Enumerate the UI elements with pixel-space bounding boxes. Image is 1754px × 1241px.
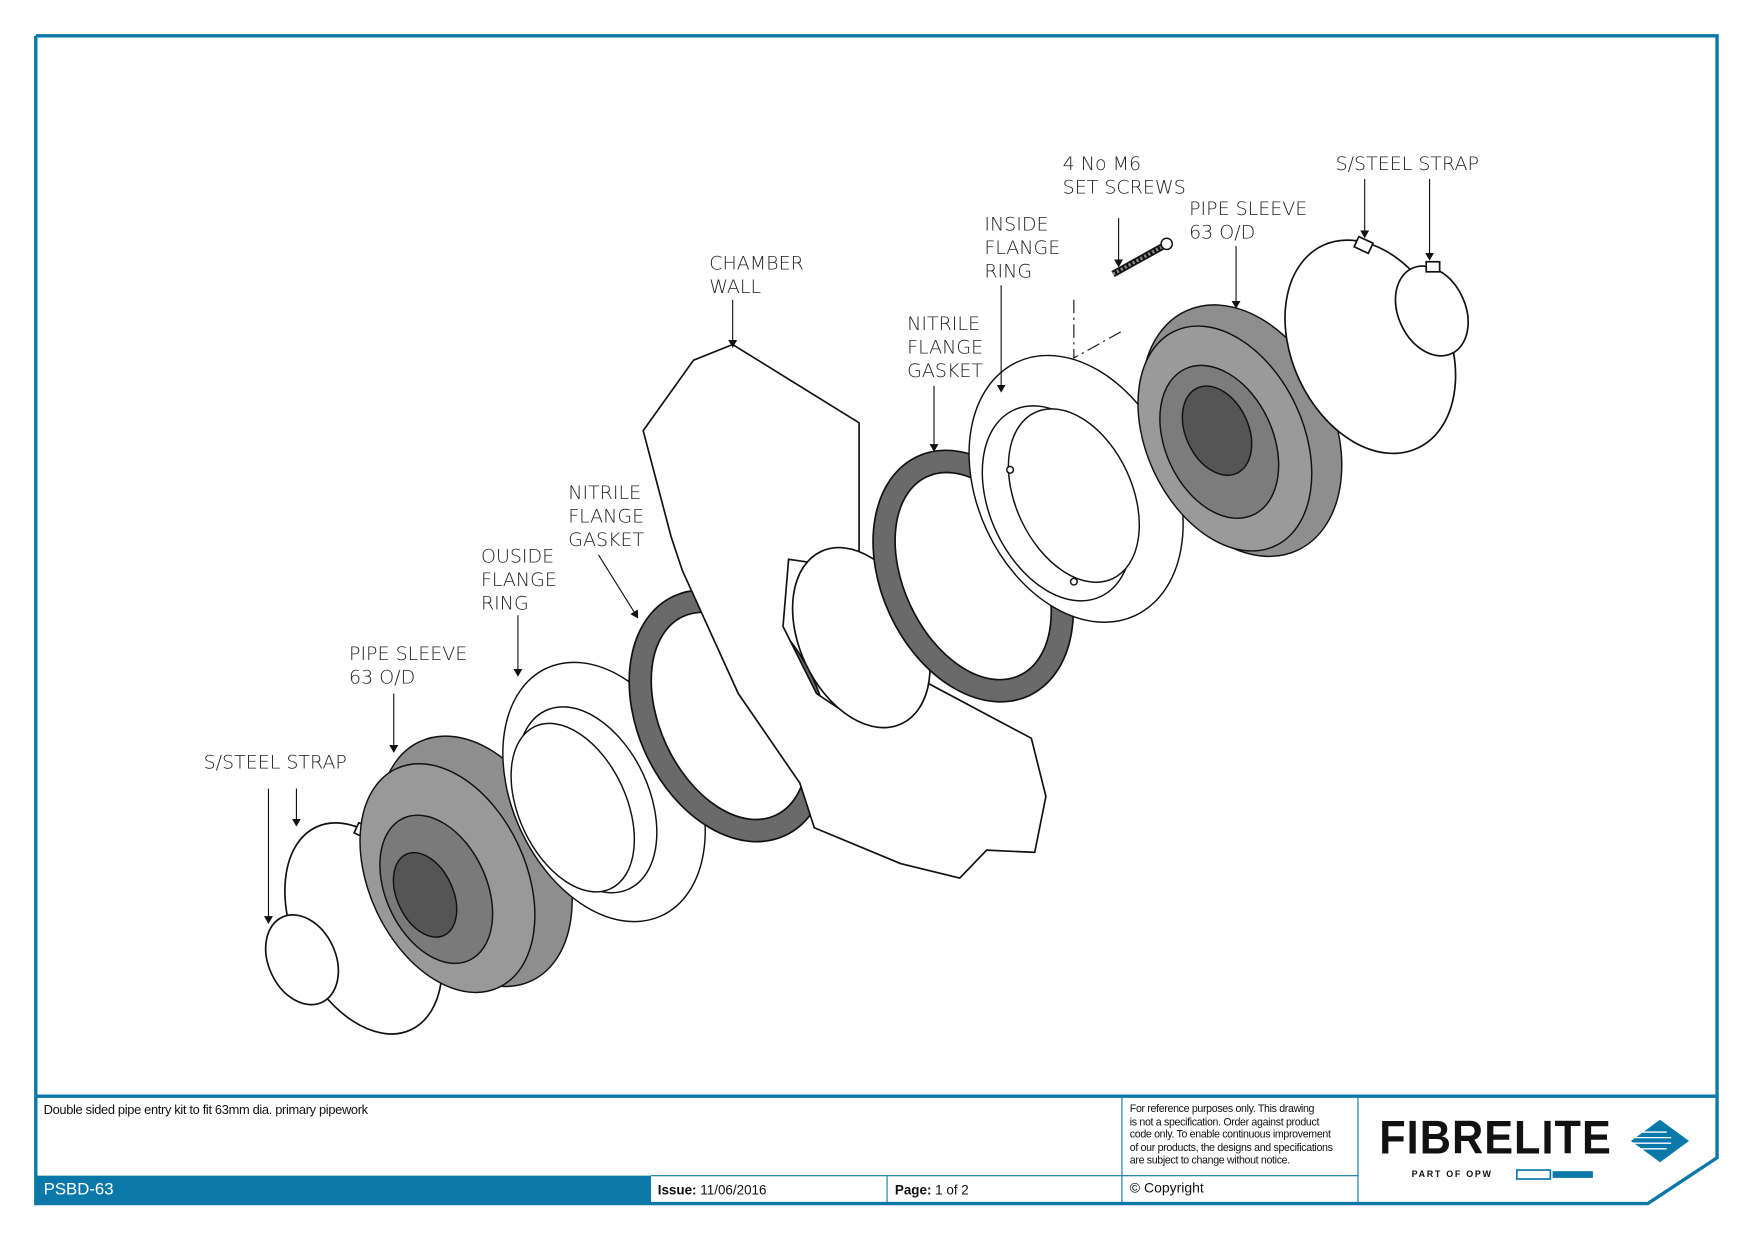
copyright: © Copyright <box>1129 1180 1204 1196</box>
disclaimer-line: For reference purposes only. This drawin… <box>1129 1102 1315 1116</box>
issue-field: Issue: 11/06/2016 <box>658 1182 767 1198</box>
disclaimer-line: code only. To enable continuous improvem… <box>1129 1128 1331 1142</box>
page-field: Page: 1 of 2 <box>895 1182 969 1198</box>
page-label: Page: <box>894 1182 932 1199</box>
pipe-sleeve-right <box>1137 304 1343 558</box>
disclaimer-line: of our products, the designs and specifi… <box>1129 1141 1333 1155</box>
label-steel-strap-left: S/STEEL STRAP <box>204 751 347 773</box>
disclaimer: For reference purposes only. This drawin… <box>1130 1103 1333 1168</box>
disclaimer-line: is not a specification. Order against pr… <box>1129 1115 1320 1129</box>
steel-strap-right <box>1284 235 1469 455</box>
sheet-frame <box>34 34 1719 1206</box>
fibrelite-diamond-icon <box>1627 1119 1690 1163</box>
inside-flange-ring <box>968 354 1184 623</box>
drawing-description: Double sided pipe entry kit to fit 63mm … <box>43 1104 368 1118</box>
part-number: PSBD-63 <box>43 1180 114 1200</box>
part-number-bar <box>35 1175 652 1204</box>
page-value: 1 of 2 <box>935 1182 969 1199</box>
fibrelite-logo: FIBRELITE <box>1379 1110 1612 1164</box>
issue-label: Issue: <box>657 1182 697 1199</box>
issue-date: 11/06/2016 <box>700 1182 767 1199</box>
leader-lines <box>263 178 1435 924</box>
logo-subtitle: PART OF OPW <box>1411 1168 1493 1180</box>
dover-badge-icon <box>1515 1169 1552 1180</box>
title-block-lines <box>35 1094 1718 1204</box>
dover-text-mark <box>1552 1171 1593 1178</box>
label-steel-strap-right: S/STEEL STRAP <box>1336 153 1479 175</box>
disclaimer-line: are subject to change without notice. <box>1129 1154 1290 1168</box>
set-screw <box>1073 237 1174 359</box>
